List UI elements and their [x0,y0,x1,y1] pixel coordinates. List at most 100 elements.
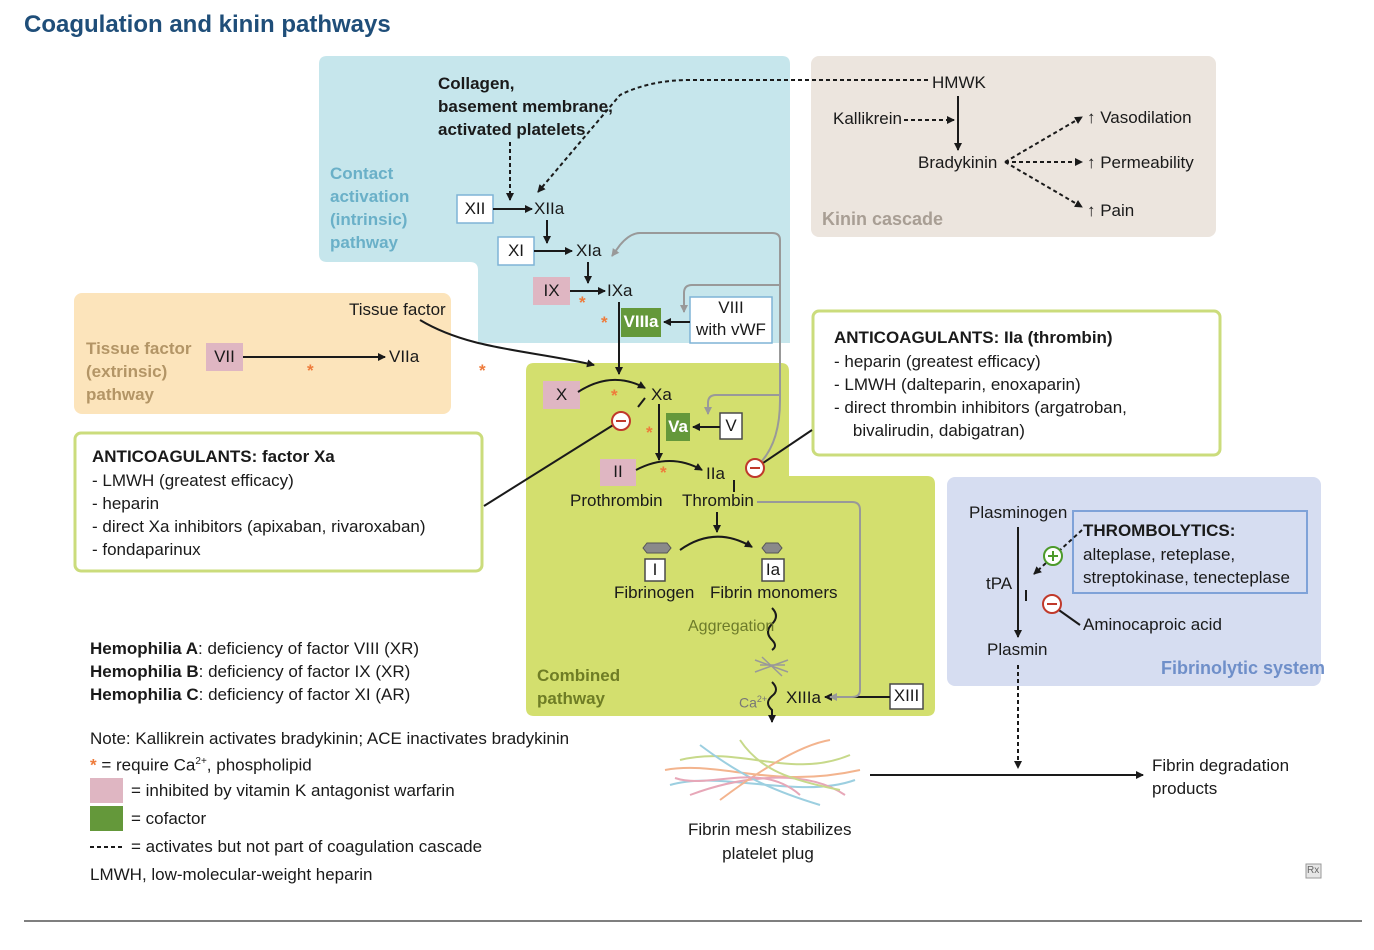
calcium-star-tf: * [479,361,486,380]
legend-calcium-sup: 2+ [195,756,207,767]
kinin-region-label: Kinin cascade [822,209,944,229]
plasminogen-label: Plasminogen [969,503,1068,522]
calcium-star-va: * [646,423,653,442]
fibrin-mesh-label: Fibrin mesh stabilizes platelet plug [688,820,852,863]
vii-box [206,343,243,371]
x-box [543,381,580,409]
rx-logo: Rx [1307,865,1320,876]
inhibit-circle-thrombin-icon [745,458,765,478]
legend-star: * [90,755,97,775]
factor-viiia-label: VIIIa [623,312,659,331]
anticoag-thrombin-list: - heparin (greatest efficacy) - LMWH (da… [834,352,1127,440]
hmwk-label: HMWK [932,73,986,92]
fibrinogen-label: Fibrinogen [614,583,695,602]
factor-xiii-label: XIII [893,686,920,705]
plasmin-label: Plasmin [987,640,1048,659]
factor-i-label: I [652,560,658,579]
permeability-label: ↑ Permeability [1087,153,1194,172]
anticoag-xa-list: - LMWH (greatest efficacy) - heparin - d… [92,471,426,559]
xii-box [456,194,494,224]
calcium-star-ix: * [579,293,586,312]
bradykinin-label: Bradykinin [918,153,998,172]
factor-ii-label: II [613,462,623,481]
legend-calcium: * = require Ca2+, phospholipid [90,752,312,776]
rx-logo-box [1305,863,1322,879]
factor-ia-label: Ia [765,560,781,579]
factor-xiiia-label: XIIIa [786,688,821,707]
calcium-label: Ca2+ [739,689,767,713]
ii-box [600,459,636,486]
calcium-star-viiia: * [601,313,608,332]
anticoag-xa-title: ANTICOAGULANTS: factor Xa [92,447,335,466]
aggregation-label: Aggregation [688,618,775,635]
viiia-box [621,308,661,337]
factor-ix-label: IX [543,281,560,300]
prothrombin-label: Prothrombin [570,491,663,510]
hemophilia-a: Hemophilia A: deficiency of factor VIII … [90,639,420,658]
calcium-star-ii: * [660,463,667,482]
pain-label: ↑ Pain [1087,201,1135,220]
tissue-factor-label: Tissue factor [349,300,446,319]
activate-circle-tpa-icon [1043,546,1063,566]
anticoag-thrombin-box [811,309,1222,457]
hemophilia-b: Hemophilia B: deficiency of factor IX (X… [90,662,411,681]
legend-cofactor: = cofactor [131,809,207,828]
legend-calcium-suffix: , phospholipid [206,755,312,775]
factor-va-label: Va [668,417,688,436]
extrinsic-region [74,293,451,414]
thrombin-label: Thrombin [682,491,754,510]
fibrin-mesh-icon [664,739,861,806]
thrombolytics-list: alteplase, reteplase, streptokinase, ten… [1083,545,1290,587]
calcium-star-vii: * [307,361,314,380]
fibrinolytic-region-label: Fibrinolytic system [1161,658,1326,678]
anticoag-xa-box [73,431,484,573]
kinin-region [811,56,1216,237]
contact-trigger-label: Collagen, basement membrane, activated p… [438,74,613,139]
factor-ixa-label: IXa [607,281,633,300]
va-box [666,413,690,441]
factor-vii-label: VII [214,347,235,366]
thrombolytics-box [1072,510,1308,594]
viii-box [689,296,773,344]
inhibit-circle-xa-icon [611,411,631,431]
fibrinogen-hex-icon [642,542,672,554]
factor-iia-label: IIa [706,464,725,483]
factor-xiia-label: XIIa [534,199,565,218]
inhibit-circle-tpa-icon [1042,594,1062,614]
legend-dashed: = activates but not part of coagulation … [131,837,483,856]
anticoag-thrombin-title: ANTICOAGULANTS: IIa (thrombin) [834,328,1113,347]
legend-cofactor-swatch [90,806,123,831]
tpa-label: tPA [986,574,1013,593]
xi-box [497,236,535,266]
xiii-box [889,683,924,710]
legend-warfarin: = inhibited by vitamin K antagonist warf… [131,781,455,800]
factor-viia-label: VIIa [389,347,420,366]
legend-calcium-prefix: = require Ca [101,755,196,775]
hemophilia-c: Hemophilia C: deficiency of factor XI (A… [90,685,411,704]
combined-region [526,363,935,716]
factor-xia-label: XIa [576,241,602,260]
combined-region-label: Combined pathway [537,666,621,708]
factor-viii-label: VIII with vWF [696,298,766,339]
aminocaproic-label: Aminocaproic acid [1083,615,1222,634]
factor-v-label: V [725,416,737,435]
kallikrein-label: Kallikrein [833,109,902,128]
factor-xii-label: XII [464,199,486,218]
fibrin-crosshatch-icon [754,656,789,677]
legend-note: Note: Kallikrein activates bradykinin; A… [90,729,570,748]
vasodilation-label: ↑ Vasodilation [1087,108,1192,127]
ia-box [761,558,785,582]
factor-xi-label: XI [507,241,525,260]
fibrin-monomers-label: Fibrin monomers [710,583,838,602]
legend-warfarin-swatch [90,778,123,803]
i-box [644,558,666,582]
calcium-star-x: * [611,386,618,405]
ix-box [533,277,570,305]
contact-region-label: Contact activation (intrinsic) pathway [330,164,410,252]
extrinsic-region-label: Tissue factor (extrinsic) pathway [86,339,192,404]
fibrin-degradation-label: Fibrin degradation products [1152,756,1290,798]
calcium-sup: 2+ [756,694,768,704]
